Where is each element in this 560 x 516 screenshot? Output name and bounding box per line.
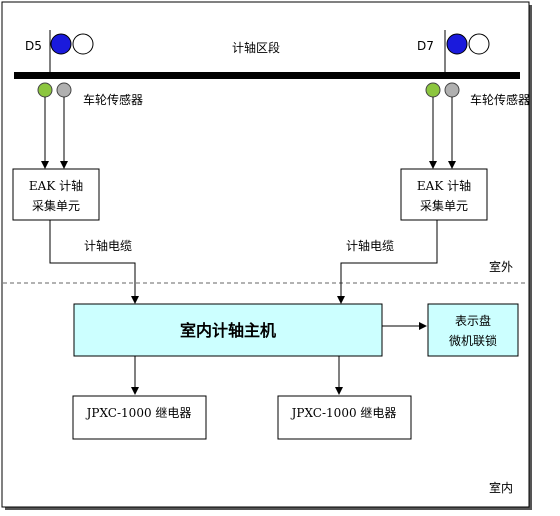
axle-counter-host [73, 303, 383, 357]
rail [14, 72, 520, 79]
section-label: 计轴区段 [232, 40, 280, 55]
interlock-line2: 微机联锁 [449, 333, 497, 348]
right-cable-connector [337, 220, 438, 304]
left-sensor-label: 车轮传感器 [83, 92, 143, 107]
signal-d7-label: D7 [417, 39, 434, 53]
right-sensor-green [425, 82, 441, 98]
left-sensor-gray [56, 82, 72, 98]
left-cable-connector [49, 220, 139, 304]
interlock-line1: 表示盘 [455, 313, 491, 328]
indoor-zone-label: 室内 [489, 480, 513, 495]
right-relay-box [277, 395, 412, 440]
left-eak-unit [12, 168, 100, 221]
host-label: 室内计轴主机 [180, 321, 276, 340]
right-relay-label: JPXC-1000 继电器 [290, 406, 397, 420]
left-sensor-green [37, 82, 53, 98]
right-cable-label: 计轴电缆 [346, 238, 394, 253]
left-relay-box [72, 395, 207, 440]
left-eak-line2: 采集单元 [32, 198, 80, 213]
signal-d5-label: D5 [25, 39, 42, 53]
outdoor-zone-label: 室外 [489, 259, 513, 274]
signal-d5-blue-lamp [50, 33, 72, 55]
left-relay-label: JPXC-1000 继电器 [85, 406, 192, 420]
signal-d7-blue-lamp [446, 33, 468, 55]
right-eak-line1: EAK 计轴 [417, 178, 471, 193]
right-sensor-label: 车轮传感器 [470, 92, 530, 107]
right-sensor-gray [444, 82, 460, 98]
signal-d5-white-lamp [72, 33, 94, 55]
signal-d7-white-lamp [468, 33, 490, 55]
right-eak-line2: 采集单元 [420, 198, 468, 213]
interlock-box [427, 303, 519, 357]
left-cable-label: 计轴电缆 [84, 238, 132, 253]
right-eak-unit [400, 168, 488, 221]
left-eak-line1: EAK 计轴 [29, 178, 83, 193]
